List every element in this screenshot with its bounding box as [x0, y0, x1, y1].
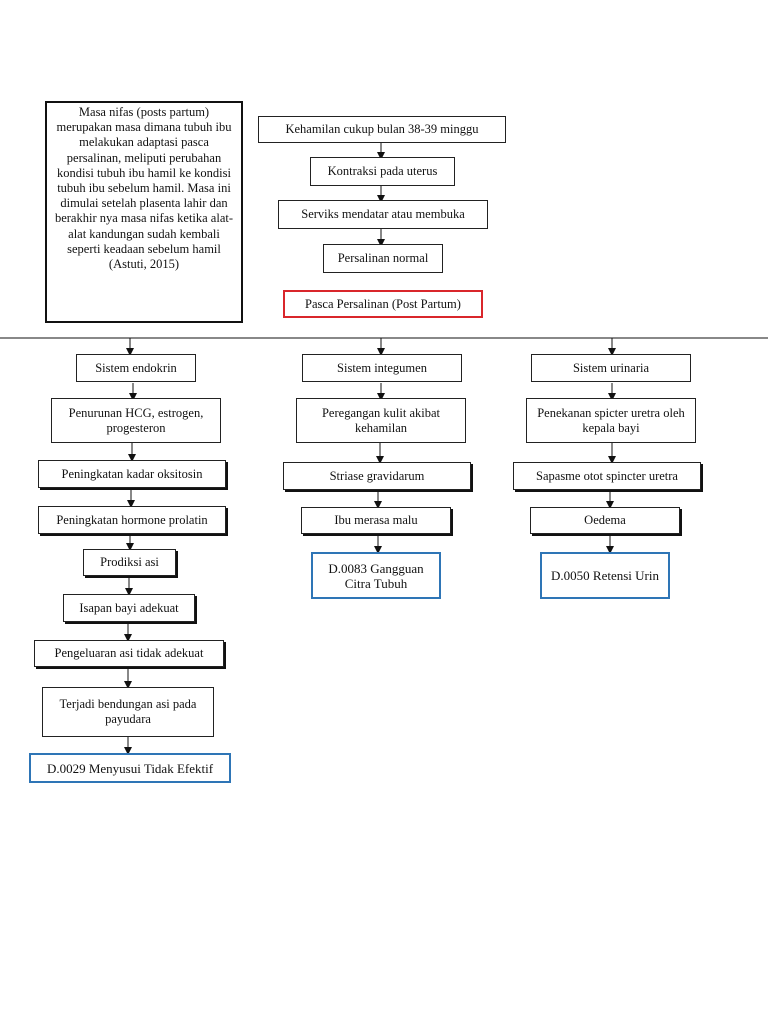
contraction-box: Kontraksi pada uterus: [310, 157, 455, 186]
urinary-diagnosis: D.0050 Retensi Urin: [540, 552, 670, 599]
urinary-diagnosis-label: D.0050 Retensi Urin: [551, 568, 659, 583]
integument-header: Sistem integumen: [302, 354, 462, 382]
endocrine-header: Sistem endokrin: [76, 354, 196, 382]
urinary-header: Sistem urinaria: [531, 354, 691, 382]
endocrine-step-7: Terjadi bendungan asi pada payudara: [42, 687, 214, 737]
labor-box: Persalinan normal: [323, 244, 443, 273]
integument-step-3-label: Ibu merasa malu: [334, 513, 418, 527]
endocrine-step-2-label: Peningkatan kadar oksitosin: [61, 466, 203, 481]
integument-header-label: Sistem integumen: [337, 360, 427, 375]
endocrine-step-1: Penurunan HCG, estrogen, progesteron: [51, 398, 221, 443]
integument-step-1: Peregangan kulit akibat kehamilan: [296, 398, 466, 443]
urinary-step-2: Sapasme otot spincter uretra: [513, 462, 701, 490]
integument-step-2-label: Striase gravidarum: [329, 468, 425, 483]
postpartum-label: Pasca Persalinan (Post Partum): [305, 296, 461, 311]
integument-diagnosis-label: D.0083 Gangguan Citra Tubuh: [328, 560, 424, 591]
endocrine-step-4-label: Prodiksi asi: [100, 555, 159, 569]
integument-diagnosis: D.0083 Gangguan Citra Tubuh: [311, 552, 441, 599]
endocrine-step-3: Peningkatan hormone prolatin: [38, 506, 226, 534]
urinary-step-1-label: Penekanan spicter uretra oleh kepala bay…: [537, 405, 685, 435]
contraction-label: Kontraksi pada uterus: [327, 164, 438, 178]
endocrine-step-4: Prodiksi asi: [83, 549, 176, 576]
urinary-header-label: Sistem urinaria: [572, 360, 650, 375]
urinary-step-1: Penekanan spicter uretra oleh kepala bay…: [526, 398, 696, 443]
urinary-step-3: Oedema: [530, 507, 680, 534]
intro-description: Masa nifas (posts partum) merupakan masa…: [45, 101, 243, 323]
endocrine-step-2: Peningkatan kadar oksitosin: [38, 460, 226, 488]
endocrine-step-5: Isapan bayi adekuat: [63, 594, 195, 622]
endocrine-step-1-label: Penurunan HCG, estrogen, progesteron: [68, 405, 204, 435]
integument-step-1-label: Peregangan kulit akibat kehamilan: [321, 405, 441, 435]
cervix-label: Serviks mendatar atau membuka: [301, 207, 465, 221]
postpartum-box: Pasca Persalinan (Post Partum): [283, 290, 483, 318]
endocrine-step-6-label: Pengeluaran asi tidak adekuat: [54, 646, 204, 660]
endocrine-header-label: Sistem endokrin: [95, 360, 177, 375]
urinary-step-2-label: Sapasme otot spincter uretra: [536, 468, 678, 483]
cervix-box: Serviks mendatar atau membuka: [278, 200, 488, 229]
endocrine-step-5-label: Isapan bayi adekuat: [79, 600, 179, 615]
endocrine-diagnosis-label: D.0029 Menyusui Tidak Efektif: [46, 760, 214, 776]
endocrine-step-7-label: Terjadi bendungan asi pada payudara: [59, 697, 197, 726]
endocrine-step-6: Pengeluaran asi tidak adekuat: [34, 640, 224, 667]
pregnancy-label: Kehamilan cukup bulan 38-39 minggu: [285, 122, 479, 136]
endocrine-step-3-label: Peningkatan hormone prolatin: [56, 512, 208, 527]
integument-step-2: Striase gravidarum: [283, 462, 471, 490]
intro-text: Masa nifas (posts partum) merupakan masa…: [54, 105, 234, 272]
integument-step-3: Ibu merasa malu: [301, 507, 451, 534]
endocrine-diagnosis: D.0029 Menyusui Tidak Efektif: [29, 753, 231, 783]
urinary-step-3-label: Oedema: [584, 513, 626, 527]
pregnancy-box: Kehamilan cukup bulan 38-39 minggu: [258, 116, 506, 143]
labor-label: Persalinan normal: [337, 251, 429, 265]
